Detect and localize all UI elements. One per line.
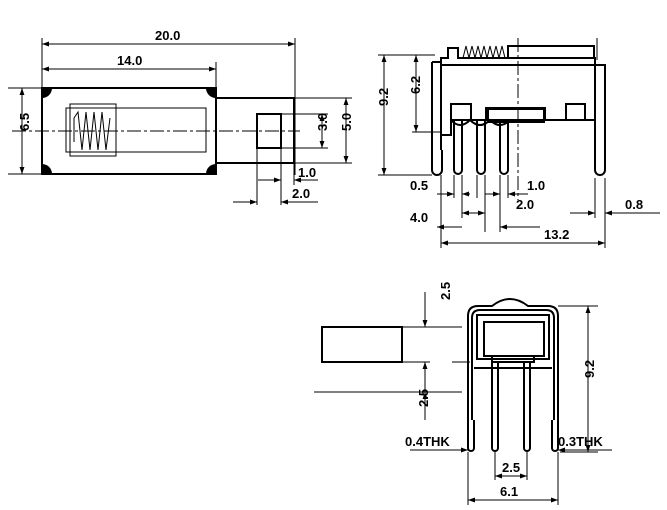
side-view: 9.2 6.2 0.5 1.0 2.0 4.0 13.2 0.8 xyxy=(376,38,660,248)
pin-3 xyxy=(499,120,509,175)
label-overall-width-end: 6.1 xyxy=(500,484,518,499)
label-knob-gap: 1.0 xyxy=(298,165,316,180)
label-body-height-side: 6.2 xyxy=(408,76,423,94)
tab-right xyxy=(551,420,559,452)
actuator-grip xyxy=(256,113,282,149)
label-overall-length: 20.0 xyxy=(155,28,180,43)
label-knob-inner: 3.0 xyxy=(315,113,330,131)
label-overall-length-side: 13.2 xyxy=(544,227,569,242)
slider-slot xyxy=(65,107,207,153)
actuator-side xyxy=(507,45,595,59)
actuator-end xyxy=(321,326,403,363)
end-view: 2.5 2.5 9.2 0.4THK 0.3THK 2.5 6.1 xyxy=(314,282,612,505)
label-pin-width: 1.0 xyxy=(527,178,545,193)
label-knob-outer: 5.0 xyxy=(339,113,354,131)
label-pin-pitch: 2.0 xyxy=(516,197,534,212)
label-tab-width: 0.8 xyxy=(625,197,643,212)
label-actuator-bottom: 2.5 xyxy=(416,389,431,407)
label-pin-offset: 0.5 xyxy=(410,178,428,193)
pin-1 xyxy=(453,120,463,175)
label-knob-width: 2.0 xyxy=(292,186,310,201)
label-first-pin: 4.0 xyxy=(410,210,428,225)
label-body-height: 6.5 xyxy=(17,113,32,131)
pin-2 xyxy=(476,120,486,175)
pin-left-end xyxy=(491,362,499,452)
metal-frame xyxy=(440,47,596,66)
label-body-length: 14.0 xyxy=(117,53,142,68)
label-actuator-top: 2.5 xyxy=(438,282,453,300)
label-thickness-left: 0.4THK xyxy=(405,434,450,449)
top-view: 20.0 14.0 6.5 3.0 5.0 1.0 2.0 xyxy=(8,28,354,205)
pin-right-end xyxy=(523,362,531,452)
actuator-knob xyxy=(215,97,295,164)
label-total-height-side: 9.2 xyxy=(376,88,391,106)
tab-left xyxy=(467,420,475,452)
metal-frame-end xyxy=(467,298,559,420)
label-total-height-end: 9.2 xyxy=(582,360,597,378)
label-pin-pitch-end: 2.5 xyxy=(502,460,520,475)
label-thickness-right: 0.3THK xyxy=(558,434,603,449)
